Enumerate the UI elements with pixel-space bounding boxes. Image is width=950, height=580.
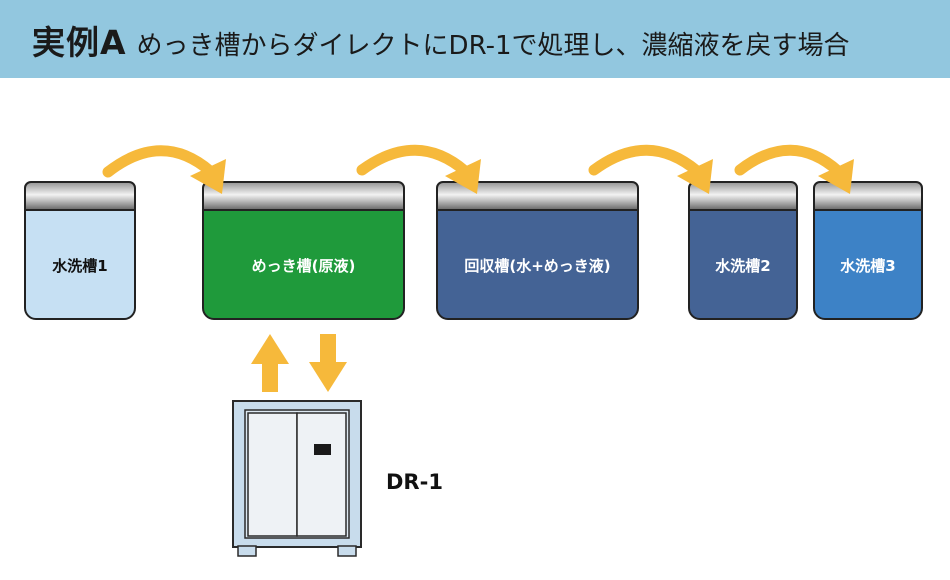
tank-body: 回収槽(水+めっき液) [436, 207, 639, 320]
header-subtitle: めっき槽からダイレクトにDR-1で処理し、濃縮液を戻す場合 [136, 31, 850, 61]
flow-arrow-recovery-to-wash2 [588, 144, 713, 194]
tank-label: 水洗槽2 [715, 257, 771, 275]
header-bar: 実例A めっき槽からダイレクトにDR-1で処理し、濃縮液を戻す場合 [0, 0, 950, 78]
arrow-down-to-device [309, 334, 347, 392]
flow-arrow-plating-to-recovery [356, 144, 481, 194]
flow-arrow-wash2-to-wash3 [734, 144, 854, 194]
tank-body: 水洗槽2 [688, 207, 798, 320]
tank-label: めっき槽(原液) [251, 257, 356, 275]
tank-label: 水洗槽1 [52, 257, 108, 275]
tank-body: めっき槽(原液) [202, 207, 405, 320]
device-label: DR-1 [386, 470, 443, 494]
arrow-up-to-plating [251, 334, 289, 392]
tank-lid [202, 181, 405, 211]
tank-lid [813, 181, 923, 211]
tank-label: 回収槽(水+めっき液) [464, 257, 611, 275]
tank-plating: めっき槽(原液) [202, 181, 405, 320]
header-title: 実例A [32, 23, 127, 62]
tank-body: 水洗槽1 [24, 207, 136, 320]
header-text: 実例A めっき槽からダイレクトにDR-1で処理し、濃縮液を戻す場合 [32, 16, 850, 64]
tank-wash-1: 水洗槽1 [24, 181, 136, 320]
tank-label: 水洗槽3 [840, 257, 896, 275]
tank-body: 水洗槽3 [813, 207, 923, 320]
dr1-device-icon [232, 400, 362, 557]
tank-wash-3: 水洗槽3 [813, 181, 923, 320]
tank-recovery: 回収槽(水+めっき液) [436, 181, 639, 320]
tank-wash-2: 水洗槽2 [688, 181, 798, 320]
tank-lid [24, 181, 136, 211]
tank-lid [436, 181, 639, 211]
flow-arrow-wash1-to-plating [102, 145, 226, 194]
